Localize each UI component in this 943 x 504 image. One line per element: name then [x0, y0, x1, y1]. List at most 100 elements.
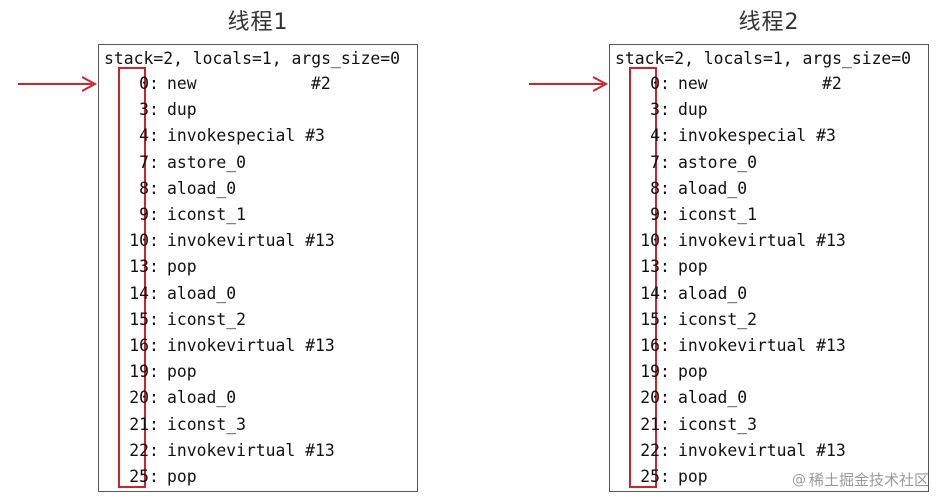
offset-separator: :	[149, 309, 159, 329]
offset-separator: :	[660, 74, 670, 93]
offset-separator: :	[660, 205, 670, 224]
thread-2-panel: 线程2 stack=2, locals=1, args_size=0 0:new…	[609, 0, 929, 504]
instruction-offset: 8	[650, 178, 660, 198]
instruction-opcode: pop	[167, 257, 197, 277]
thread-title: 线程1	[227, 10, 289, 35]
at-icon: @	[791, 471, 806, 488]
program-counter-arrow-thread-2	[529, 76, 609, 92]
instruction-opcode: aload_0	[678, 283, 748, 303]
instruction-opcode: iconst_2	[167, 309, 246, 329]
code-attributes: stack=2, locals=1, args_size=0	[615, 49, 912, 68]
instruction-opcode: astore_0	[678, 152, 757, 172]
instruction-offset: 21	[640, 414, 660, 434]
offset-separator: :	[660, 231, 670, 251]
instruction-offset: 25	[129, 467, 149, 486]
instruction-opcode: invokevirtual #13	[678, 231, 846, 251]
instruction-opcode: astore_0	[167, 152, 246, 172]
instruction-opcode: aload_0	[678, 178, 748, 198]
offset-separator: :	[660, 126, 670, 146]
instruction-offset: 21	[129, 414, 149, 434]
instruction-offset: 14	[640, 283, 660, 303]
instruction-offset: 10	[640, 231, 660, 251]
offset-separator: :	[660, 283, 670, 303]
offset-separator: :	[149, 388, 159, 408]
instruction-operand: #2	[311, 74, 331, 93]
instruction-opcode: invokespecial #3	[678, 126, 836, 146]
instruction-offset: 7	[650, 152, 660, 172]
thread-title: 线程2	[738, 10, 800, 35]
instruction-opcode: pop	[167, 467, 197, 486]
instruction-offset: 7	[139, 152, 149, 172]
offset-separator: :	[660, 388, 670, 408]
instruction-offset: 13	[129, 257, 149, 277]
offset-separator: :	[149, 205, 159, 224]
instruction-opcode: pop	[167, 362, 197, 382]
instruction-opcode: iconst_3	[167, 414, 246, 434]
instruction-offset: 0	[650, 74, 660, 93]
offset-separator: :	[660, 467, 670, 486]
offset-separator: :	[660, 414, 670, 434]
instruction-opcode: invokespecial #3	[167, 126, 325, 146]
offset-separator: :	[660, 336, 670, 355]
offset-separator: :	[149, 283, 159, 303]
offset-separator: :	[660, 100, 670, 120]
instruction-opcode: invokevirtual #13	[167, 231, 335, 251]
instruction-opcode: pop	[678, 467, 708, 486]
offset-separator: :	[660, 152, 670, 172]
instruction-opcode: aload_0	[678, 388, 748, 408]
offset-separator: :	[660, 257, 670, 277]
instruction-opcode: iconst_2	[678, 309, 757, 329]
offset-separator: :	[660, 178, 670, 198]
instruction-offset: 0	[139, 74, 149, 93]
offset-separator: :	[149, 126, 159, 146]
offset-separator: :	[149, 178, 159, 198]
offset-separator: :	[149, 362, 159, 382]
watermark-text: 稀土掘金技术社区	[808, 471, 929, 489]
instruction-opcode: invokevirtual #13	[678, 440, 846, 460]
instruction-offset: 4	[650, 126, 660, 146]
instruction-offset: 19	[640, 362, 660, 382]
offset-separator: :	[149, 440, 159, 460]
offset-separator: :	[149, 257, 159, 277]
instruction-offset: 14	[129, 283, 149, 303]
watermark: @ 稀土掘金技术社区	[792, 469, 929, 490]
instruction-offset: 20	[129, 388, 149, 408]
program-counter-arrow-thread-1	[18, 76, 98, 92]
instruction-offset: 9	[139, 205, 149, 224]
instruction-opcode: aload_0	[167, 178, 237, 198]
instruction-opcode: iconst_1	[167, 205, 246, 224]
instruction-offset: 15	[640, 309, 660, 329]
offset-separator: :	[660, 362, 670, 382]
offset-separator: :	[660, 440, 670, 460]
instruction-opcode: dup	[678, 100, 708, 120]
offset-column-highlight	[629, 67, 657, 488]
offset-separator: :	[149, 467, 159, 486]
instruction-offset: 19	[129, 362, 149, 382]
offset-separator: :	[149, 100, 159, 120]
instruction-offset: 10	[129, 231, 149, 251]
offset-separator: :	[660, 309, 670, 329]
instruction-offset: 22	[640, 440, 660, 460]
offset-separator: :	[149, 414, 159, 434]
instruction-opcode: dup	[167, 100, 197, 120]
instruction-offset: 9	[650, 205, 660, 224]
instruction-opcode: aload_0	[167, 283, 237, 303]
instruction-opcode: iconst_3	[678, 414, 757, 434]
instruction-opcode: aload_0	[167, 388, 237, 408]
instruction-offset: 16	[640, 336, 660, 355]
offset-column-highlight	[118, 67, 146, 488]
offset-separator: :	[149, 152, 159, 172]
instruction-offset: 16	[129, 336, 149, 355]
bytecode-listing: stack=2, locals=1, args_size=0 0: new #2 3:…	[98, 44, 418, 492]
instruction-opcode: new	[167, 74, 197, 93]
instruction-offset: 3	[139, 100, 149, 120]
instruction-opcode: invokevirtual #13	[678, 336, 846, 355]
instruction-opcode: pop	[678, 362, 708, 382]
instruction-offset: 8	[139, 178, 149, 198]
instruction-opcode: invokevirtual #13	[167, 440, 335, 460]
offset-separator: :	[149, 231, 159, 251]
instruction-offset: 20	[640, 388, 660, 408]
instruction-opcode: pop	[678, 257, 708, 277]
code-attributes: stack=2, locals=1, args_size=0	[104, 49, 401, 68]
